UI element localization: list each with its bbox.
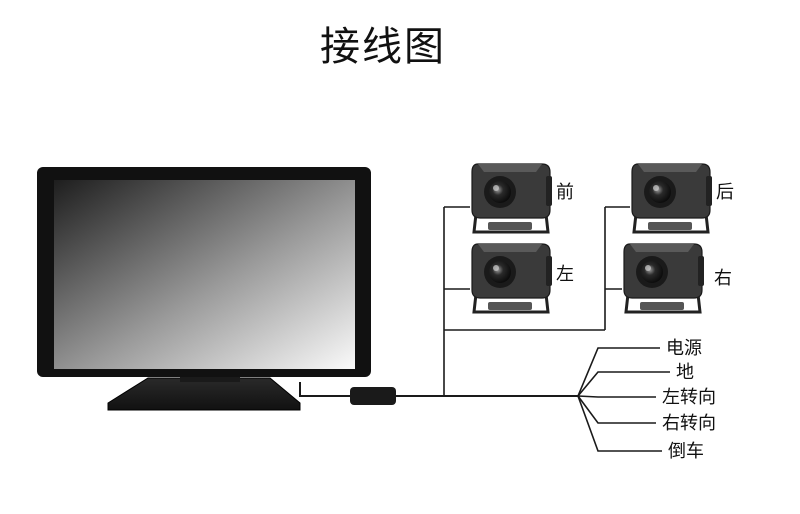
camera-side-mount — [546, 256, 552, 286]
camera-top — [478, 164, 542, 172]
camera-rear — [631, 163, 712, 234]
monitor-stand — [107, 377, 301, 411]
camera-label-front: 前 — [556, 182, 574, 203]
monitor — [37, 167, 371, 411]
camera-lens-glint — [493, 185, 499, 191]
camera-right — [623, 243, 704, 314]
cable-connector-box — [350, 387, 396, 405]
camera-bracket — [624, 293, 702, 314]
camera-bracket-plate — [488, 302, 532, 310]
wire-right-turn — [577, 395, 656, 424]
camera-lens-glint — [645, 265, 651, 271]
camera-lens — [649, 181, 671, 203]
camera-lens — [489, 181, 511, 203]
camera-label-left: 左 — [556, 264, 574, 285]
camera-lens — [489, 261, 511, 283]
camera-left — [471, 243, 552, 314]
camera-bracket — [472, 213, 550, 234]
camera-bracket-plate — [640, 302, 684, 310]
main-cable — [299, 382, 578, 397]
camera-bracket — [472, 293, 550, 314]
camera-bracket-plate — [648, 222, 692, 230]
camera-side-mount — [706, 176, 712, 206]
camera-top — [630, 244, 694, 252]
wire-label-reverse: 倒车 — [668, 441, 704, 462]
wire-reverse — [577, 395, 662, 452]
wire-power — [577, 347, 660, 397]
camera-side-mount — [546, 176, 552, 206]
camera-lens-glint — [653, 185, 659, 191]
monitor-screen — [54, 180, 355, 369]
camera-label-right: 右 — [714, 268, 732, 289]
camera-bracket — [632, 213, 710, 234]
wire-label-power: 电源 — [666, 338, 702, 359]
wire-label-left-turn: 左转向 — [662, 387, 716, 408]
page-title: 接线图 — [320, 24, 446, 70]
wire-label-right-turn: 右转向 — [662, 413, 716, 434]
camera-top — [638, 164, 702, 172]
camera-lens-glint — [493, 265, 499, 271]
wire-ground — [577, 371, 670, 397]
camera-top — [478, 244, 542, 252]
camera-bracket-plate — [488, 222, 532, 230]
wire-left-turn — [577, 395, 656, 398]
camera-label-rear: 后 — [716, 182, 734, 203]
camera-lens — [641, 261, 663, 283]
camera-side-mount — [698, 256, 704, 286]
wire-label-ground: 地 — [676, 362, 694, 383]
camera-front — [471, 163, 552, 234]
camera-bus — [443, 206, 630, 396]
